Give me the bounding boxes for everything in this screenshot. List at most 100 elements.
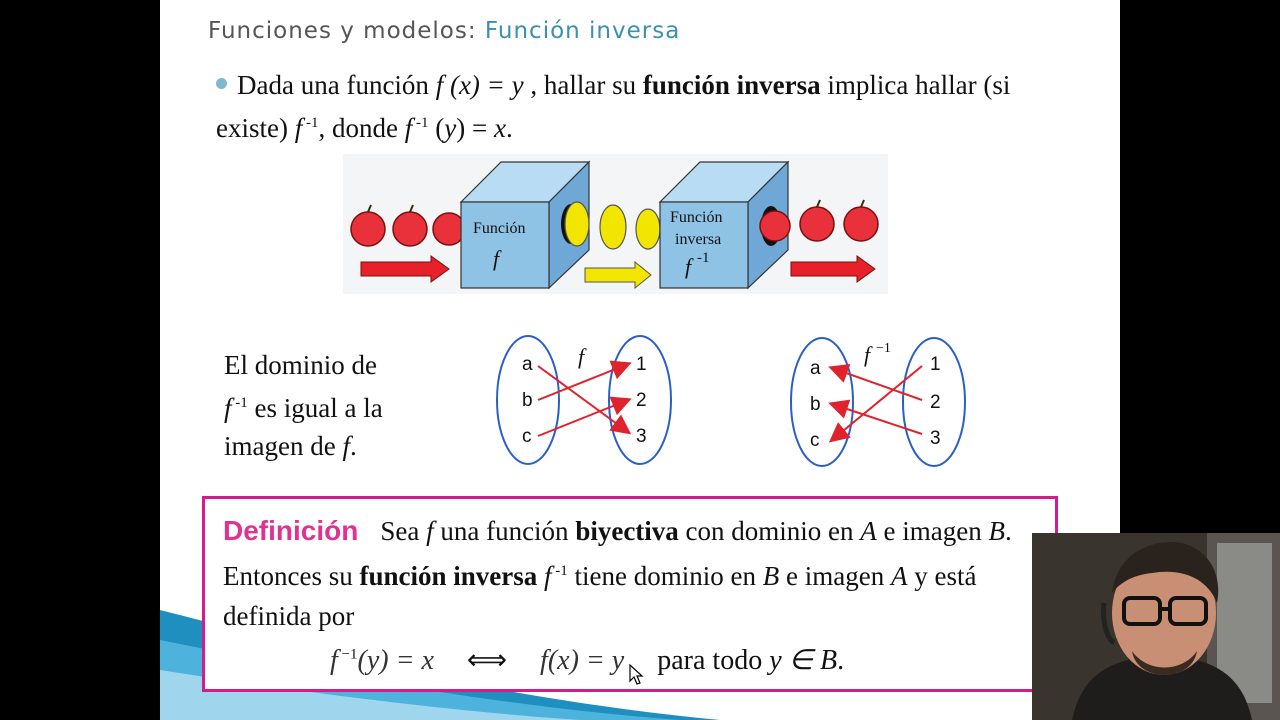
domain-element: b — [522, 390, 533, 411]
domain-element: c — [522, 426, 532, 447]
codomain-element: 2 — [636, 390, 647, 411]
def-bold-2: función inversa — [359, 561, 538, 591]
map-arrow — [828, 399, 923, 435]
codomain-element: 3 — [930, 428, 941, 449]
apple-icon — [432, 212, 466, 246]
apple-icon — [759, 210, 791, 242]
apple-icon — [799, 199, 835, 242]
def-A: A — [860, 516, 877, 546]
box2-label-1: Función — [670, 209, 722, 226]
bullet-text-4: , donde — [318, 113, 405, 143]
domain-line-3: imagen de — [224, 431, 343, 461]
mouse-pointer-icon — [629, 664, 644, 685]
def-text-3: con dominio en — [678, 516, 861, 546]
lemon-icon — [635, 208, 661, 250]
webcam-overlay — [1032, 533, 1280, 720]
def-f: f — [426, 516, 434, 546]
formula-sup: −1 — [337, 646, 358, 663]
finv-2: f — [404, 113, 413, 143]
formula-f: f — [330, 645, 338, 676]
def-text-9: y está definida por — [223, 561, 977, 631]
codomain-element: 1 — [930, 354, 941, 375]
slide-title: Funciones y modelos: Función inversa — [208, 18, 680, 44]
def-text-7: tiene dominio en — [567, 561, 763, 591]
apple-icon — [350, 204, 386, 247]
inverse-machine-diagram: Función f Función inversa f -1 — [343, 154, 888, 294]
def-text-2: una función — [433, 516, 576, 546]
var-x: x — [493, 113, 506, 143]
domain-line-4: . — [349, 431, 357, 461]
finv: f — [294, 113, 303, 143]
bullet-dot — [216, 78, 227, 90]
def-text-4: e imagen — [876, 516, 989, 546]
lemon-icon — [599, 204, 627, 250]
bullet-text-2: , hallar su — [523, 70, 643, 100]
domain-f: f — [224, 393, 232, 423]
finv-sup-2: -1 — [412, 115, 429, 131]
map-arrow — [828, 365, 923, 443]
domain-element: a — [810, 358, 821, 379]
codomain-ellipse — [608, 335, 672, 465]
codomain-element: 3 — [636, 426, 647, 447]
bullet-text-3: implica hallar (si existe) — [216, 70, 1011, 143]
mapping-finv-diagram: a b c 1 2 3 f −1 — [790, 337, 966, 467]
decorative-swoosh — [160, 610, 720, 720]
function-fx: (x) = y — [443, 70, 524, 100]
def-text-8: e imagen — [779, 561, 891, 591]
box2-label-2: inversa — [675, 231, 721, 248]
box1-f: f — [493, 246, 502, 271]
domain-line-1: El dominio de — [224, 350, 377, 380]
formula-right: f(x) = y — [540, 645, 625, 676]
codomain-ellipse — [902, 337, 966, 467]
y-in-B: y ∈ B — [769, 645, 838, 676]
def-finv: f — [544, 561, 552, 591]
presenter-video — [1032, 533, 1280, 720]
bullet-text-1: Dada una función — [237, 70, 429, 100]
definition-formula: f −1(y) = x ⟺ f(x) = y para todo y ∈ B. — [330, 643, 844, 677]
def-text-5: . Entonces su — [223, 516, 1012, 591]
apple-icon — [392, 204, 428, 247]
mapping-f-diagram: a b c 1 2 3 f — [496, 335, 672, 465]
apple-icon — [843, 199, 879, 242]
domain-element: c — [810, 430, 820, 451]
mapping-label-sup: −1 — [876, 341, 891, 356]
mapping-label: f — [864, 342, 873, 367]
domain-ellipse — [496, 335, 560, 465]
title-main: Funciones y modelos: — [208, 18, 477, 44]
map-arrow — [828, 363, 923, 401]
bullet-text-7: . — [505, 113, 513, 143]
lemon-icon — [564, 201, 590, 247]
finv-sup: -1 — [302, 115, 319, 131]
mapping-label: f — [578, 344, 587, 369]
box1-label: Función — [473, 220, 525, 237]
bullet-bold: función inversa — [642, 70, 821, 100]
var-y: y — [444, 113, 457, 143]
red-arrow-icon — [790, 255, 876, 283]
formula-end: . — [837, 645, 845, 676]
function-f: f — [435, 70, 444, 100]
domain-note: El dominio de f -1 es igual a la imagen … — [224, 346, 454, 465]
def-B: B — [988, 516, 1006, 546]
definition-label: Definición — [223, 515, 359, 546]
box2-sup: -1 — [697, 250, 710, 266]
map-arrow — [537, 360, 632, 401]
map-arrow — [537, 365, 632, 435]
iff-symbol: ⟺ — [466, 645, 508, 676]
domain-element: b — [810, 394, 821, 415]
title-accent: Función inversa — [484, 18, 681, 44]
def-A2: A — [890, 561, 908, 591]
def-bold-1: biyectiva — [575, 516, 679, 546]
for-all-text: para todo — [657, 645, 770, 676]
codomain-element: 2 — [930, 392, 941, 413]
yellow-arrow-icon — [584, 260, 652, 290]
formula-mid: (y) = x — [357, 645, 434, 676]
domain-line-2: es igual a la — [247, 393, 383, 423]
def-text-6 — [537, 561, 544, 591]
slide: Funciones y modelos: Función inversa Dad… — [160, 0, 1120, 720]
domain-f2: f — [342, 431, 350, 461]
codomain-element: 1 — [636, 354, 647, 375]
red-arrow-icon — [360, 255, 450, 283]
def-finv-sup: -1 — [551, 563, 568, 579]
bullet-paragraph: Dada una función f (x) = y , hallar su f… — [216, 66, 1066, 147]
